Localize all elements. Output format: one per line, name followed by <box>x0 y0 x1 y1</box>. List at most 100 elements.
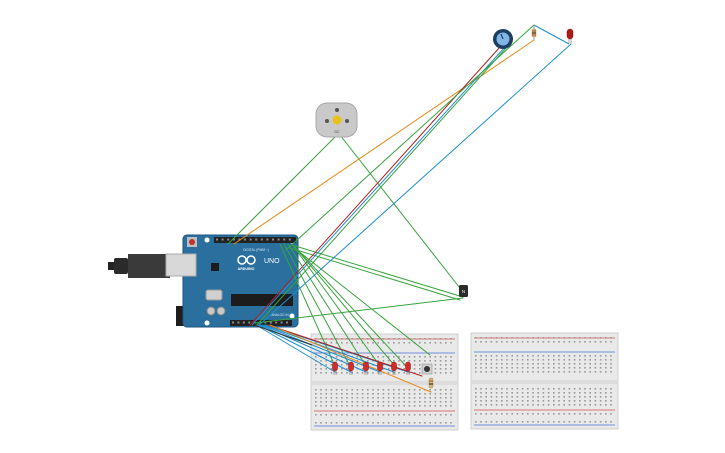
breadboard-hole[interactable] <box>429 360 431 362</box>
breadboard-hole[interactable] <box>485 371 487 373</box>
breadboard-hole[interactable] <box>485 400 487 402</box>
breadboard-hole[interactable] <box>346 393 348 395</box>
breadboard-hole[interactable] <box>516 371 519 373</box>
wire-green[interactable] <box>283 243 351 367</box>
breadboard-hole[interactable] <box>377 389 379 391</box>
wire-green[interactable] <box>296 249 431 356</box>
breadboard-hole[interactable] <box>610 341 612 343</box>
breadboard-hole[interactable] <box>584 413 586 415</box>
breadboard-hole[interactable] <box>553 421 555 423</box>
breadboard-hole[interactable] <box>351 422 353 424</box>
breadboard-hole[interactable] <box>356 338 359 340</box>
breadboard-hole[interactable] <box>356 422 359 424</box>
breadboard-hole[interactable] <box>584 359 586 361</box>
breadboard-hole[interactable] <box>516 341 519 343</box>
breadboard-hole[interactable] <box>594 396 597 398</box>
breadboard-hole[interactable] <box>532 388 534 390</box>
breadboard-hole[interactable] <box>351 397 353 399</box>
breadboard-hole[interactable] <box>542 341 545 343</box>
breadboard-hole[interactable] <box>542 413 545 415</box>
breadboard-hole[interactable] <box>439 338 442 340</box>
breadboard-hole[interactable] <box>521 341 524 343</box>
breadboard-hole[interactable] <box>439 389 442 391</box>
breadboard-hole[interactable] <box>501 392 503 394</box>
breadboard-hole[interactable] <box>325 422 327 424</box>
breadboard-hole[interactable] <box>450 364 452 366</box>
breadboard-hole[interactable] <box>450 360 452 362</box>
breadboard-hole[interactable] <box>506 400 508 402</box>
breadboard-hole[interactable] <box>542 371 545 373</box>
breadboard-hole[interactable] <box>506 396 508 398</box>
breadboard-hole[interactable] <box>450 422 452 424</box>
breadboard-hole[interactable] <box>584 341 586 343</box>
breadboard-hole[interactable] <box>480 404 482 406</box>
breadboard-hole[interactable] <box>605 337 607 339</box>
breadboard-hole[interactable] <box>387 422 390 424</box>
breadboard-hole[interactable] <box>356 360 359 362</box>
breadboard-hole[interactable] <box>594 392 597 394</box>
breadboard-hole[interactable] <box>356 368 359 370</box>
breadboard-hole[interactable] <box>325 372 327 374</box>
breadboard-hole[interactable] <box>480 400 482 402</box>
breadboard-hole[interactable] <box>325 397 327 399</box>
breadboard-hole[interactable] <box>413 364 416 366</box>
breadboard-hole[interactable] <box>367 356 369 358</box>
breadboard-hole[interactable] <box>419 338 421 340</box>
breadboard-hole[interactable] <box>377 422 379 424</box>
breadboard-hole[interactable] <box>568 421 571 423</box>
breadboard-hole[interactable] <box>594 363 597 365</box>
breadboard-hole[interactable] <box>419 422 421 424</box>
breadboard-hole[interactable] <box>579 355 581 357</box>
breadboard-hole[interactable] <box>589 355 591 357</box>
breadboard-hole[interactable] <box>610 359 612 361</box>
breadboard-hole[interactable] <box>413 414 416 416</box>
breadboard-hole[interactable] <box>521 359 524 361</box>
breadboard-hole[interactable] <box>589 363 591 365</box>
breadboard-hole[interactable] <box>361 393 364 395</box>
breadboard-hole[interactable] <box>403 342 405 344</box>
breadboard-hole[interactable] <box>341 422 343 424</box>
breadboard-hole[interactable] <box>573 396 576 398</box>
analog-pin[interactable] <box>275 321 278 324</box>
breadboard-hole[interactable] <box>325 414 327 416</box>
breadboard-hole[interactable] <box>553 396 555 398</box>
breadboard-hole[interactable] <box>547 355 550 357</box>
breadboard-hole[interactable] <box>485 363 487 365</box>
breadboard-hole[interactable] <box>424 360 426 362</box>
breadboard-hole[interactable] <box>537 388 539 390</box>
breadboard-hole[interactable] <box>568 396 571 398</box>
breadboard-hole[interactable] <box>506 404 508 406</box>
breadboard-hole[interactable] <box>346 342 348 344</box>
breadboard-hole[interactable] <box>377 414 379 416</box>
breadboard-hole[interactable] <box>377 397 379 399</box>
breadboard-hole[interactable] <box>511 421 513 423</box>
breadboard-hole[interactable] <box>475 388 477 390</box>
breadboard-hole[interactable] <box>501 388 503 390</box>
breadboard-hole[interactable] <box>413 393 416 395</box>
breadboard-hole[interactable] <box>610 404 612 406</box>
breadboard-hole[interactable] <box>403 397 405 399</box>
breadboard-hole[interactable] <box>429 397 431 399</box>
wire-green[interactable] <box>339 134 464 293</box>
breadboard-hole[interactable] <box>589 400 591 402</box>
breadboard-hole[interactable] <box>398 342 400 344</box>
breadboard-hole[interactable] <box>382 393 385 395</box>
breadboard-hole[interactable] <box>387 338 390 340</box>
breadboard-hole[interactable] <box>325 368 327 370</box>
breadboard-hole[interactable] <box>547 400 550 402</box>
breadboard-hole[interactable] <box>393 372 395 374</box>
led[interactable] <box>391 361 397 372</box>
breadboard-hole[interactable] <box>547 363 550 365</box>
breadboard-hole[interactable] <box>537 355 539 357</box>
breadboard-hole[interactable] <box>558 392 560 394</box>
breadboard-hole[interactable] <box>547 388 550 390</box>
breadboard-hole[interactable] <box>605 404 607 406</box>
breadboard-hole[interactable] <box>511 337 513 339</box>
breadboard-hole[interactable] <box>367 389 369 391</box>
breadboard-hole[interactable] <box>382 405 385 407</box>
breadboard-hole[interactable] <box>490 400 493 402</box>
breadboard-hole[interactable] <box>351 414 353 416</box>
breadboard-hole[interactable] <box>408 405 411 407</box>
breadboard-hole[interactable] <box>480 337 482 339</box>
wire-blue[interactable] <box>533 24 570 45</box>
